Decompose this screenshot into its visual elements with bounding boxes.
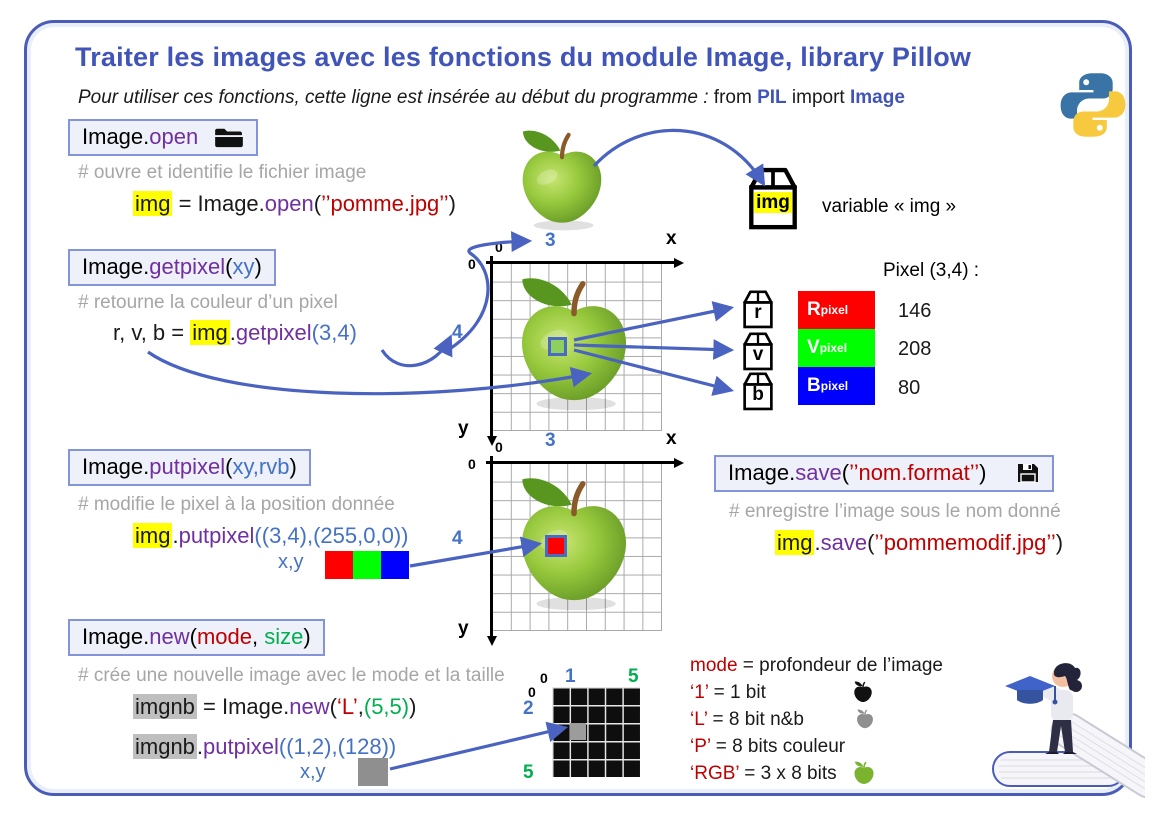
getpixel-code: r, v, b = img.getpixel(3,4)	[113, 320, 357, 345]
getpixel-comment: # retourne la couleur d’un pixel	[78, 292, 338, 313]
graduation-cap	[1005, 676, 1058, 705]
mode-legend-line1: mode = profondeur de l’image	[690, 655, 943, 676]
gridnb-maxcol-label: 5	[628, 666, 639, 687]
rgb-mini-red	[325, 551, 353, 579]
grid1-y-label: y	[458, 418, 469, 439]
img-variable-caption: variable « img »	[822, 196, 957, 217]
page-frame	[24, 20, 1132, 796]
subtitle: Pour utiliser ces fonctions, cette ligne…	[78, 87, 905, 109]
grid1-x-axis	[486, 257, 684, 268]
apple-black-icon	[852, 680, 874, 704]
putpixel-code-var: img	[133, 523, 173, 548]
mode-legend-line5: ‘RGB’ = 3 x 8 bits	[690, 763, 837, 784]
subtitle-italic: Pour utiliser ces fonctions, cette ligne…	[78, 87, 714, 108]
save-comment: # enregistre l’image sous le nom donné	[729, 501, 1061, 522]
rgb-mini-green	[353, 551, 381, 579]
getpixel-code-var: img	[190, 320, 230, 345]
getpixel-function-box: Image.getpixel(xy)	[68, 249, 276, 286]
open-comment: # ouvre et identifie le fichier image	[78, 162, 367, 183]
gridnb-origin-left: 0	[528, 684, 536, 700]
getpixel-highlight-cell	[548, 337, 567, 356]
gridnb-origin-top: 0	[540, 670, 548, 686]
subtitle-import: import	[786, 87, 850, 108]
open-code-var: img	[133, 191, 173, 216]
grid2-origin-top: 0	[495, 439, 503, 455]
grid2-y-axis	[486, 456, 497, 646]
putpixel-xy-label: x,y	[278, 551, 304, 573]
grid2-x-axis	[486, 457, 684, 468]
new-image-grid	[552, 687, 640, 777]
open-code: img = Image.open(’’pomme.jpg’’)	[133, 191, 456, 216]
grid2-col-label: 3	[545, 430, 556, 451]
red-channel-value: 146	[898, 300, 932, 322]
grid2-origin-left: 0	[468, 456, 476, 472]
open-function-box: Image.open	[68, 119, 259, 156]
new-code-var: imgnb	[133, 694, 197, 719]
grid2-row-label: 4	[452, 528, 463, 549]
new-xy-label: x,y	[300, 761, 326, 783]
python-logo	[1060, 73, 1126, 137]
folder-icon	[215, 128, 244, 148]
gridnb-maxrow-label: 5	[523, 762, 534, 783]
floppy-icon	[1018, 464, 1039, 483]
new-code-2: imgnb.putpixel((1,2),(128))	[133, 734, 397, 759]
grid1-origin-left: 0	[468, 256, 476, 272]
grid2-x-label: x	[666, 428, 677, 449]
grid1-col-label: 3	[545, 230, 556, 251]
new-code-1: imgnb = Image.new(‘L’,(5,5))	[133, 694, 417, 719]
save-box-label: Image.save(’’nom.format’’)	[728, 460, 987, 485]
putpixel-code: img.putpixel((3,4),(255,0,0))	[133, 523, 409, 548]
img-variable-label: img	[754, 192, 792, 213]
green-channel-value: 208	[898, 338, 932, 360]
putpixel-comment: # modifie le pixel à la position donnée	[78, 494, 395, 515]
rgb-mini-swatch	[325, 551, 409, 579]
getpixel-box-label: Image.getpixel(xy)	[82, 254, 262, 279]
blue-channel-value: 80	[898, 377, 921, 399]
new-comment: # crée une nouvelle image avec le mode e…	[78, 665, 505, 686]
gray-mini-swatch	[358, 758, 388, 786]
grid1-x-label: x	[666, 228, 677, 249]
gridnb-col-label: 1	[565, 666, 576, 687]
mode-legend-line4: ‘P’ = 8 bits couleur	[690, 736, 846, 757]
save-code-var: img	[775, 530, 815, 555]
mode-legend-line2: ‘1’ = 1 bit	[690, 682, 766, 703]
save-function-box: Image.save(’’nom.format’’)	[714, 455, 1055, 492]
grid1-origin-top: 0	[495, 239, 503, 255]
putpixel-function-box: Image.putpixel(xy,rvb)	[68, 449, 311, 486]
page-title: Traiter les images avec les fonctions du…	[75, 42, 972, 72]
grid1-y-axis	[486, 256, 497, 446]
putpixel-box-label: Image.putpixel(xy,rvb)	[82, 454, 297, 479]
subtitle-from: from	[713, 87, 758, 108]
v-variable-label: v	[752, 344, 764, 365]
subtitle-pil: PIL	[757, 87, 787, 108]
grid1-row-label: 4	[452, 322, 463, 343]
putpixel-red-cell	[545, 535, 567, 557]
subtitle-image: Image	[850, 87, 905, 108]
apple-green-icon	[852, 760, 876, 786]
new-code2-var: imgnb	[133, 734, 197, 759]
new-gray-pixel	[570, 723, 586, 740]
new-box-label: Image.new(mode, size)	[82, 624, 311, 649]
apple-image-grid2	[508, 466, 640, 616]
apple-image-grid1	[508, 266, 640, 416]
new-function-box: Image.new(mode, size)	[68, 619, 325, 656]
graduate-illustration	[992, 663, 1145, 799]
rgb-mini-blue	[381, 551, 409, 579]
mode-legend-line3: ‘L’ = 8 bit n&b	[690, 709, 804, 730]
save-code: img.save(’’pommemodif.jpg’’)	[775, 530, 1064, 555]
grid2-y-label: y	[458, 618, 469, 639]
apple-gray-icon	[855, 708, 875, 730]
gridnb-row-label: 2	[523, 698, 534, 719]
apple-image	[503, 124, 621, 232]
b-variable-label: b	[752, 384, 764, 405]
pixel-panel-title: Pixel (3,4) :	[883, 260, 980, 281]
r-variable-label: r	[754, 302, 762, 323]
open-box-label: Image.open	[82, 124, 199, 149]
